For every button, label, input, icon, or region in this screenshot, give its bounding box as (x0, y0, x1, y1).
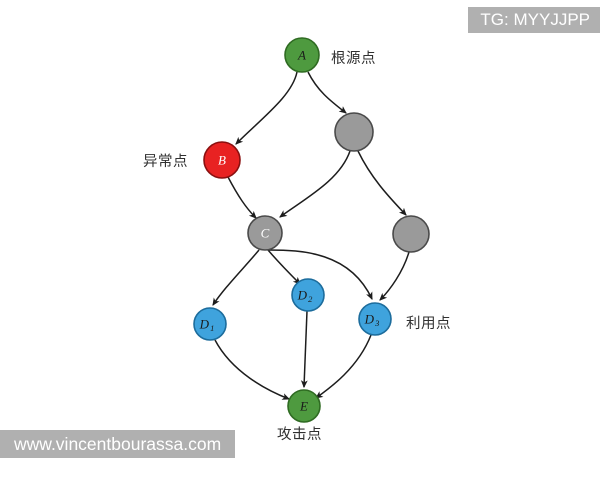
edge-c-to-d3 (267, 249, 373, 300)
edge-g1-to-c (279, 150, 351, 218)
node-circle (287, 389, 321, 423)
node-label: B (218, 153, 226, 168)
node-d1[interactable]: D1 (193, 307, 227, 341)
node-label: E (299, 399, 308, 414)
node-g2[interactable] (392, 215, 430, 253)
node-circle (247, 215, 283, 251)
edge-d3-to-e (315, 334, 372, 399)
annotation-root-point: 根源点 (331, 51, 376, 67)
node-circle (291, 278, 325, 312)
node-label: A (297, 48, 306, 63)
watermark-bottom-left: www.vincentbourassa.com (0, 430, 236, 458)
node-b[interactable]: B (203, 141, 241, 179)
edge-b-to-c (227, 176, 257, 219)
node-circle (203, 141, 241, 179)
edge-d2-to-e (300, 310, 308, 389)
node-g1[interactable] (334, 112, 374, 152)
watermark-top-right: TG: MYYJJPP (468, 7, 600, 33)
edge-a-to-b (235, 71, 298, 145)
node-circle (334, 112, 374, 152)
edge-g1-to-g2 (357, 150, 407, 216)
node-label-subscript: 1 (210, 323, 214, 333)
node-label: C (261, 226, 270, 241)
node-c[interactable]: C (247, 215, 283, 251)
edges-layer (212, 71, 410, 400)
node-label-subscript: 3 (374, 318, 379, 328)
annotation-exploit-point: 利用点 (406, 316, 451, 332)
edge-c-to-d1 (212, 249, 260, 306)
edge-c-to-d2 (267, 249, 301, 285)
annotation-anomaly-point: 异常点 (143, 154, 188, 170)
node-circle (358, 302, 392, 336)
annotation-attack-point: 攻击点 (277, 427, 322, 443)
node-circle (193, 307, 227, 341)
edge-a-to-g1 (307, 71, 347, 114)
edge-g2-to-d3 (379, 251, 410, 301)
node-circle (284, 37, 320, 73)
node-a[interactable]: A (284, 37, 320, 73)
node-e[interactable]: E (287, 389, 321, 423)
node-d3[interactable]: D3 (358, 302, 392, 336)
edge-d1-to-e (214, 339, 291, 400)
node-circle (392, 215, 430, 253)
node-label-subscript: 2 (308, 294, 313, 304)
node-d2[interactable]: D2 (291, 278, 325, 312)
